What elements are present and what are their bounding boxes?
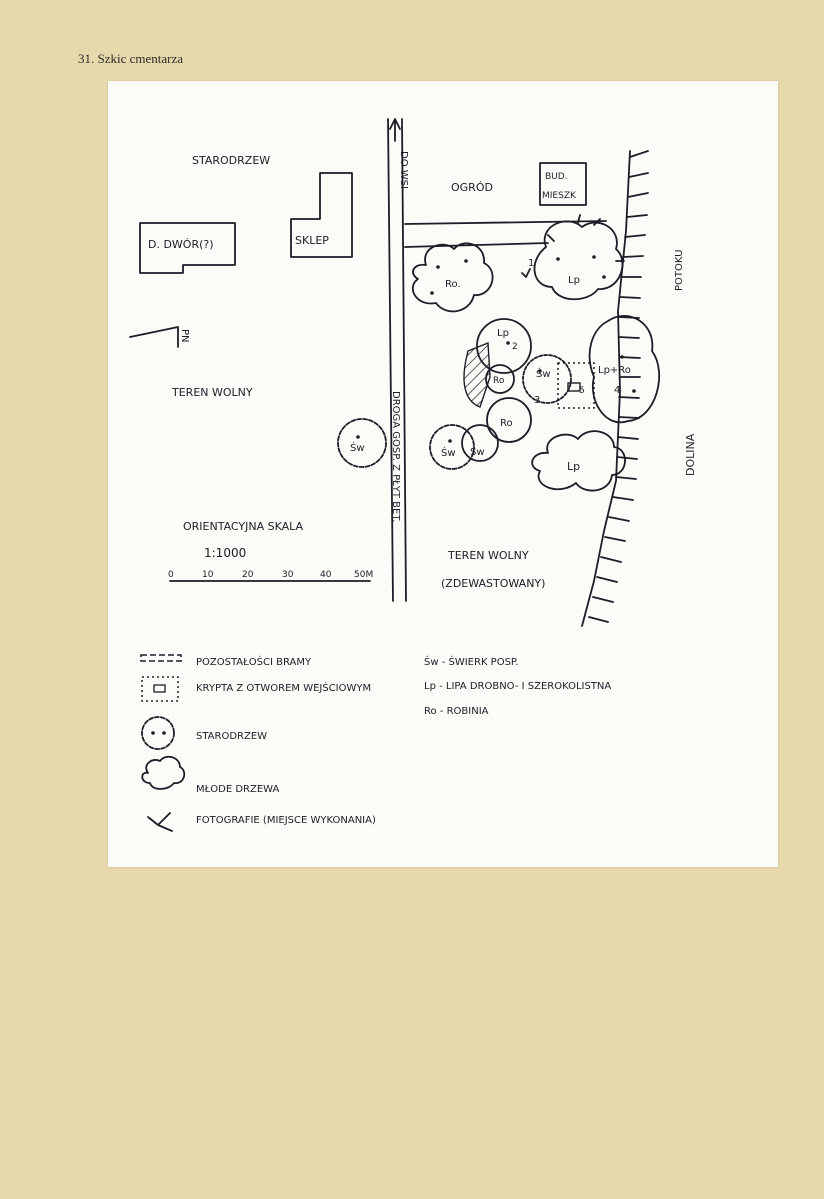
- manor-building: D. DWÓR(?): [139, 222, 236, 274]
- legend-photo: FOTOGRAFIE (MIEJSCE WYKONANIA): [147, 812, 376, 832]
- label-teren-wolny-right: TEREN WOLNY: [447, 549, 529, 562]
- label-dolina: DOLINA: [684, 433, 697, 476]
- label-north: PN: [179, 329, 190, 343]
- crypt: 5: [557, 362, 595, 409]
- photo-number-2: 2: [512, 342, 518, 352]
- cemetery-boundary-top: [404, 242, 549, 248]
- tree-lp-ro: Lp+Ro 4: [588, 315, 660, 424]
- tree-lp-mid: Lp 2: [476, 318, 532, 374]
- tree-ro-small: Ro: [485, 364, 515, 394]
- legend-label-old-tree: STARODRZEW: [196, 731, 267, 742]
- tree-label-ro-mid: Ro: [500, 418, 513, 429]
- label-starodrzew-top: STARODRZEW: [192, 154, 270, 167]
- label-sklep: SKLEP: [295, 234, 329, 247]
- sketch-sheet: DO WSI DROGA GOSP. Z PŁYT BET. STARODRZE…: [108, 81, 778, 867]
- photo-number-5: 5: [579, 386, 585, 396]
- legend: POZOSTAŁOŚCI BRAMY KRYPTA Z OTWOREM WEJŚ…: [140, 654, 376, 832]
- tree-label-ro-small: Ro: [493, 376, 505, 386]
- label-teren-wolny-left: TEREN WOLNY: [171, 386, 253, 399]
- tree-sw-b: Św: [461, 424, 499, 462]
- label-zdewastowany: (ZDEWASTOWANY): [441, 577, 545, 590]
- scale-tick-20: 20: [242, 570, 254, 580]
- north-marker: PN: [129, 326, 190, 348]
- label-mieszk: MIESZK: [542, 191, 577, 201]
- legend-label-young-tree: MŁODE DRZEWA: [196, 784, 279, 795]
- shop-building: SKLEP: [290, 172, 353, 258]
- label-bud: BUD.: [545, 172, 568, 182]
- label-potoku: POTOKU: [674, 250, 685, 292]
- north-arrow-road: [389, 118, 401, 142]
- tree-sw-left: Św: [337, 418, 387, 468]
- tree-label-sw-mid: Św: [536, 367, 551, 380]
- tree-label-ro-top: Ro.: [445, 279, 461, 290]
- house-building: BUD. MIESZK: [539, 162, 587, 206]
- road-label-do-wsi: DO WSI: [398, 151, 409, 189]
- legend-young-tree: MŁODE DRZEWA: [141, 755, 279, 795]
- species-ro: Ro - ROBINIA: [424, 706, 489, 717]
- label-dwor: D. DWÓR(?): [148, 238, 214, 251]
- scale-tick-0: 0: [168, 570, 174, 580]
- tree-sw-a: Św: [429, 424, 475, 470]
- scale-title: ORIENTACYJNA SKALA: [183, 520, 304, 533]
- scale-tick-10: 10: [202, 570, 214, 580]
- road-label-droga: DROGA GOSP. Z PŁYT BET.: [390, 391, 401, 522]
- tree-label-sw-b: Św: [470, 445, 485, 458]
- tree-sw-mid: Św 3: [522, 354, 572, 406]
- tree-lp-bottom: Lp: [531, 430, 626, 492]
- tree-lp-top: Lp 1: [521, 214, 625, 301]
- photo-number-1: 1: [528, 258, 534, 269]
- road: [387, 118, 407, 602]
- legend-label-gate: POZOSTAŁOŚCI BRAMY: [196, 655, 312, 668]
- photo-number-3: 3: [534, 395, 540, 406]
- species-legend: Św - ŚWIERK POSP. Lp - LIPA DROBNO- I SZ…: [424, 655, 611, 717]
- legend-old-tree: STARODRZEW: [141, 716, 267, 750]
- tree-label-lp-ro: Lp+Ro: [598, 365, 631, 376]
- scale-tick-40: 40: [320, 570, 332, 580]
- figure-caption: 31. Szkic cmentarza: [78, 51, 184, 66]
- scale-ratio: 1:1000: [204, 546, 246, 560]
- species-sw: Św - ŚWIERK POSP.: [424, 655, 519, 668]
- tree-ro-top: Ro.: [412, 242, 494, 313]
- legend-gate-remains: POZOSTAŁOŚCI BRAMY: [140, 654, 312, 668]
- legend-crypt: KRYPTA Z OTWOREM WEJŚCIOWYM: [141, 676, 371, 702]
- scale-tick-50: 50M: [354, 570, 373, 580]
- tree-label-sw-left: Św: [350, 441, 365, 454]
- label-ogrod: OGRÓD: [451, 181, 493, 194]
- valley-edge: [581, 150, 649, 627]
- legend-label-crypt: KRYPTA Z OTWOREM WEJŚCIOWYM: [196, 681, 371, 694]
- legend-label-photo: FOTOGRAFIE (MIEJSCE WYKONANIA): [196, 815, 376, 826]
- scale-bar: 0 10 20 30 40 50M: [168, 570, 373, 582]
- cemetery-sketch-map: DO WSI DROGA GOSP. Z PŁYT BET. STARODRZE…: [129, 118, 697, 832]
- gate-remains-hatched: [463, 341, 491, 408]
- photo-number-4: 4: [614, 385, 620, 396]
- tree-label-lp-top: Lp: [568, 275, 580, 286]
- tree-label-lp-bottom: Lp: [567, 460, 580, 473]
- species-lp: Lp - LIPA DROBNO- I SZEROKOLISTNA: [424, 681, 611, 692]
- tree-label-sw-a: Św: [441, 446, 456, 459]
- tree-label-lp-mid: Lp: [497, 328, 509, 339]
- scale-tick-30: 30: [282, 570, 294, 580]
- tree-ro-mid: Ro: [486, 397, 532, 443]
